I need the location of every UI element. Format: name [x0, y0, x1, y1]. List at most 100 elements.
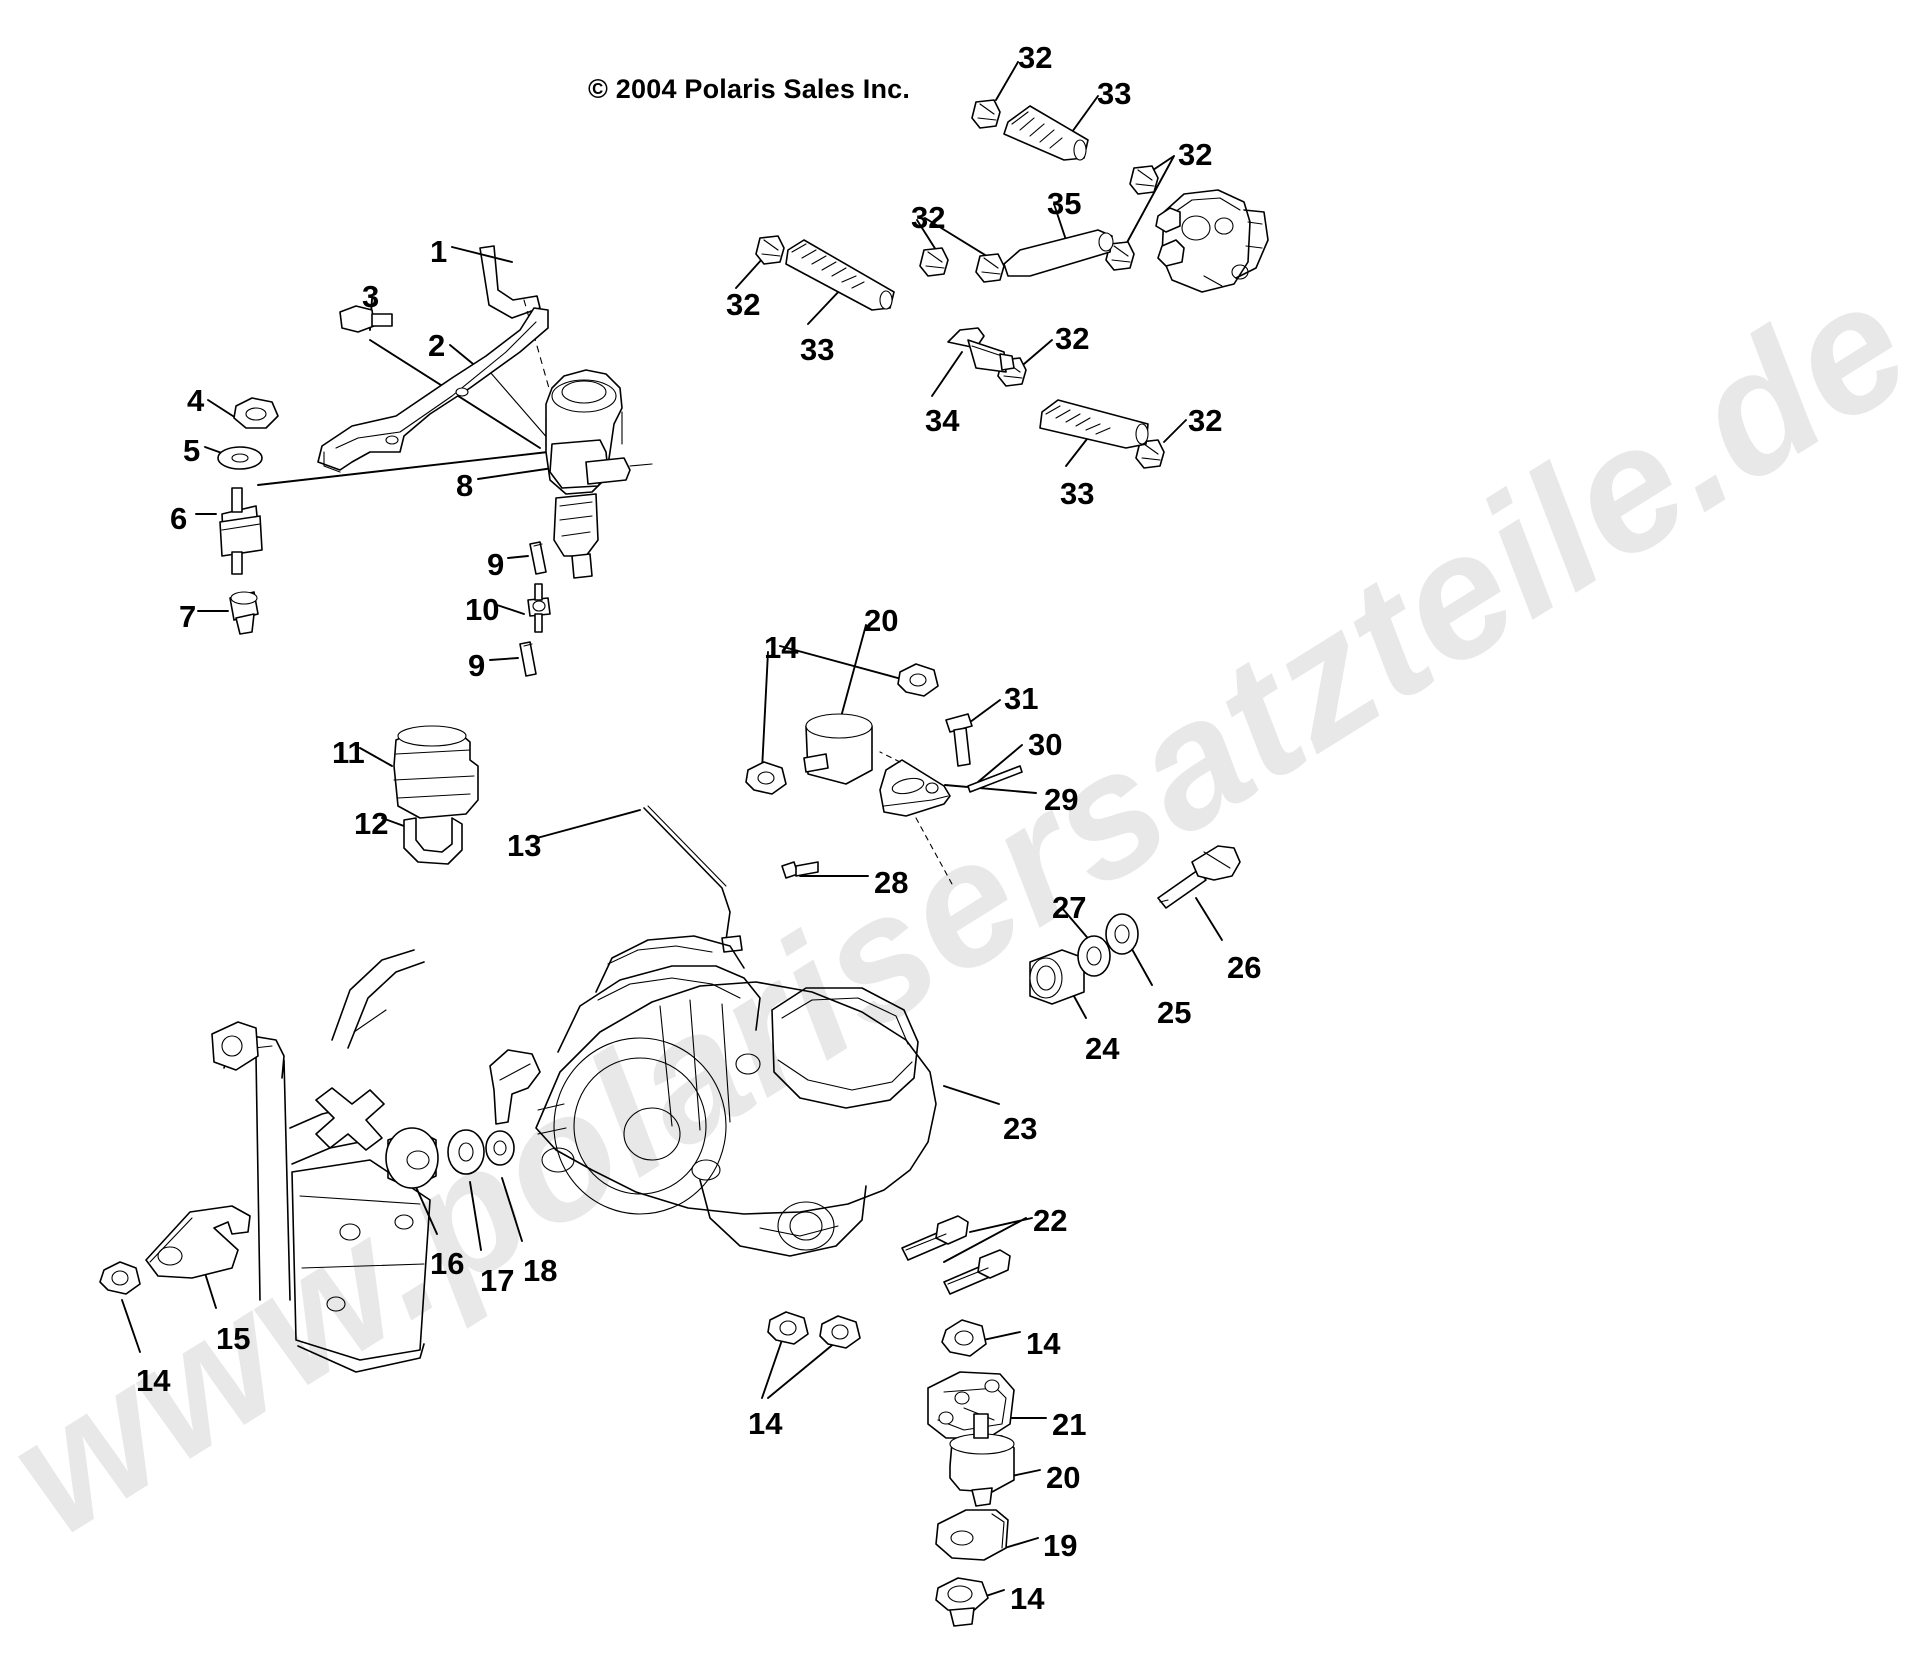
washer-part-18 — [485, 1130, 515, 1166]
washer-part-17 — [447, 1129, 485, 1175]
callout-31[interactable]: 31 — [1004, 681, 1039, 716]
callout-26[interactable]: 26 — [1227, 950, 1262, 985]
grommet-part-7 — [229, 591, 259, 635]
washer-part-5 — [217, 446, 263, 470]
nut-part-4 — [233, 397, 279, 429]
hose-clamp-part-32c2 — [975, 253, 1005, 283]
callout-4[interactable]: 4 — [187, 383, 205, 418]
coolant-hose-part-33a — [1003, 105, 1089, 161]
hose-clamp-part-32a — [971, 99, 1001, 129]
callout-12[interactable]: 12 — [354, 806, 389, 841]
callout-32a[interactable]: 32 — [1018, 40, 1053, 75]
callout-18[interactable]: 18 — [523, 1253, 558, 1288]
callout-32f[interactable]: 32 — [1188, 403, 1223, 438]
callout-10[interactable]: 10 — [465, 592, 500, 627]
callout-30[interactable]: 30 — [1028, 727, 1063, 762]
carburetor-assembly — [545, 369, 653, 579]
callout-5[interactable]: 5 — [183, 433, 201, 468]
callout-32d[interactable]: 32 — [726, 287, 761, 322]
long-bolt-part-26 — [1157, 845, 1241, 909]
callout-20a[interactable]: 20 — [864, 603, 899, 638]
flange-nut-part-14a2 — [897, 663, 939, 697]
callout-34[interactable]: 34 — [925, 403, 960, 438]
callout-1[interactable]: 1 — [430, 234, 448, 269]
thermostat-housing — [1155, 189, 1269, 293]
hose-clamp-part-12 — [403, 817, 463, 865]
hose-clamp-part-32d — [755, 235, 785, 265]
callout-35[interactable]: 35 — [1047, 186, 1082, 221]
engine-mount-link-part-15 — [145, 1205, 251, 1279]
engine-mount-plate-part-21 — [927, 1371, 1015, 1439]
coolant-hose-part-33c — [1039, 399, 1149, 449]
washer-part-25 — [1105, 913, 1139, 955]
callout-32c[interactable]: 32 — [911, 200, 946, 235]
callout-29[interactable]: 29 — [1044, 782, 1079, 817]
callout-9a[interactable]: 9 — [487, 547, 505, 582]
mount-strap-part-19 — [935, 1509, 1009, 1561]
washer-part-27 — [1077, 935, 1111, 977]
copyright-notice: © 2004 Polaris Sales Inc. — [588, 74, 911, 104]
spacer-part-16 — [385, 1127, 439, 1189]
engine-assembly-part-23 — [489, 935, 937, 1257]
mount-bracket-part-29 — [879, 751, 953, 885]
fitting-part-3 — [339, 305, 393, 333]
callout-23[interactable]: 23 — [1003, 1111, 1038, 1146]
temperature-sensor-part-34 — [947, 327, 1015, 373]
callout-15[interactable]: 15 — [216, 1321, 251, 1356]
callout-14c[interactable]: 14 — [136, 1363, 171, 1398]
flange-nut-part-14d2 — [819, 1315, 861, 1349]
callout-25[interactable]: 25 — [1157, 995, 1192, 1030]
callout-16[interactable]: 16 — [430, 1246, 465, 1281]
rubber-isolator-part-20b — [949, 1413, 1015, 1507]
clip-part-9a — [529, 541, 547, 575]
callout-21[interactable]: 21 — [1052, 1407, 1087, 1442]
callout-24[interactable]: 24 — [1085, 1031, 1120, 1066]
spacer-sleeve-part-24 — [1029, 949, 1085, 1005]
flange-nut-part-14b — [941, 1319, 987, 1357]
callout-11[interactable]: 11 — [332, 735, 365, 770]
carburetor-support-bracket — [317, 307, 549, 473]
callout-32b[interactable]: 32 — [1178, 137, 1213, 172]
callout-33c[interactable]: 33 — [1060, 476, 1095, 511]
engine-mount-bolt-part-22b — [943, 1249, 1011, 1295]
callout-20b[interactable]: 20 — [1046, 1460, 1081, 1495]
flange-nut-part-14a — [745, 761, 787, 795]
callout-14b[interactable]: 14 — [1026, 1326, 1061, 1361]
callout-3[interactable]: 3 — [362, 279, 380, 314]
screw-part-28 — [781, 861, 819, 879]
callout-28[interactable]: 28 — [874, 865, 909, 900]
callout-7[interactable]: 7 — [179, 599, 197, 634]
hose-clamp-part-32f — [1135, 439, 1165, 469]
clip-part-9b — [519, 641, 537, 677]
bolt-part-31 — [945, 713, 973, 767]
callout-2[interactable]: 2 — [428, 328, 446, 363]
callout-8[interactable]: 8 — [456, 468, 474, 503]
callout-17[interactable]: 17 — [480, 1263, 515, 1298]
pin-part-30 — [967, 765, 1023, 793]
coolant-hose-part-33b — [785, 239, 895, 311]
callout-32e[interactable]: 32 — [1055, 321, 1090, 356]
coolant-hose-part-35 — [1003, 229, 1114, 277]
callout-13[interactable]: 13 — [507, 828, 542, 863]
flange-nut-part-14e — [935, 1577, 989, 1627]
frame-guard — [211, 949, 431, 1373]
flange-nut-part-14d1 — [767, 1311, 809, 1345]
callout-14d[interactable]: 14 — [748, 1406, 783, 1441]
callout-14e[interactable]: 14 — [1010, 1581, 1045, 1616]
callout-6[interactable]: 6 — [170, 501, 188, 536]
callout-22[interactable]: 22 — [1033, 1203, 1068, 1238]
isolator-part-6 — [219, 487, 263, 575]
callout-33a[interactable]: 33 — [1097, 76, 1132, 111]
callout-9b[interactable]: 9 — [468, 648, 486, 683]
callout-27[interactable]: 27 — [1052, 890, 1087, 925]
hose-clamp-part-32b1 — [1129, 165, 1159, 195]
callout-33b[interactable]: 33 — [800, 332, 835, 367]
air-intake-boot-part-11 — [393, 725, 479, 819]
callout-19[interactable]: 19 — [1043, 1528, 1078, 1563]
choke-rod-part-13 — [643, 805, 743, 953]
callout-14a[interactable]: 14 — [764, 630, 799, 665]
engine-mount-bolt-part-22a — [901, 1215, 969, 1261]
rubber-isolator-part-20a — [803, 713, 873, 785]
